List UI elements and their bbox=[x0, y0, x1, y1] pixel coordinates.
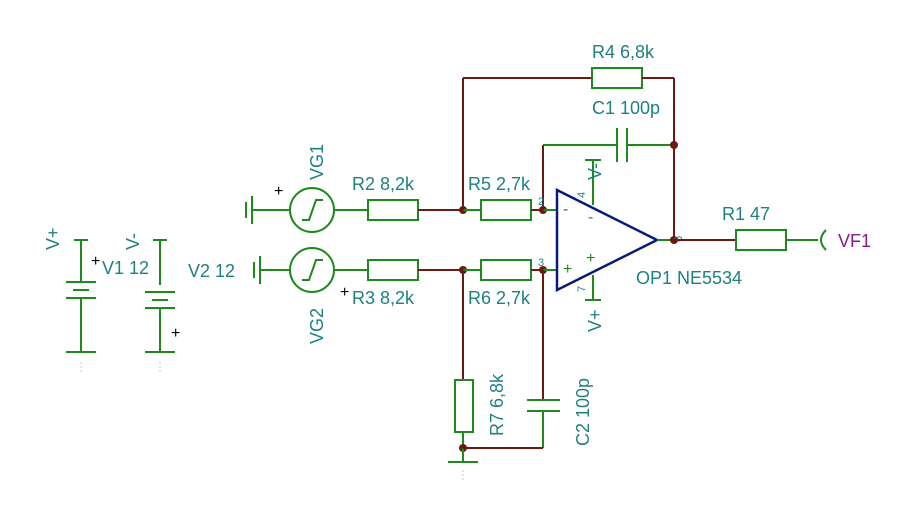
r5-resistor bbox=[480, 199, 532, 221]
junction-c1-output bbox=[670, 141, 678, 149]
vplus-left-label: V+ bbox=[43, 227, 63, 250]
pin-7-number: 7 bbox=[576, 286, 588, 292]
vg1-ground bbox=[245, 196, 290, 224]
vf1-probe-icon bbox=[820, 229, 827, 251]
vminus-left-label: V- bbox=[123, 233, 143, 250]
v1-label: V1 12 bbox=[102, 258, 149, 278]
pin-6-number: 6 bbox=[673, 236, 685, 242]
r2-resistor bbox=[367, 199, 419, 221]
r7-resistor bbox=[454, 379, 474, 433]
op-vminus-label: V- bbox=[585, 163, 605, 180]
c2-label: C2 100p bbox=[573, 378, 593, 446]
r4-resistor bbox=[591, 67, 643, 89]
vminus-supply bbox=[145, 239, 175, 372]
op1-plus-sign: + bbox=[563, 261, 572, 278]
r1-resistor bbox=[735, 229, 787, 251]
vg1-generator bbox=[289, 187, 335, 233]
r3-resistor bbox=[367, 259, 419, 281]
vg2-generator bbox=[289, 247, 335, 293]
r4-label: R4 6,8k bbox=[592, 42, 655, 62]
vg1-plus-sign: + bbox=[274, 183, 283, 200]
vg2-plus-sign: + bbox=[340, 284, 349, 301]
v1-minus-plus-sign: + bbox=[171, 325, 180, 342]
r6-resistor bbox=[480, 259, 532, 281]
vplus-supply bbox=[66, 239, 96, 372]
r5-label: R5 2,7k bbox=[468, 174, 531, 194]
vf1-label: VF1 bbox=[838, 231, 871, 251]
v2-label: V2 12 bbox=[188, 261, 235, 281]
pin-3-number: 3 bbox=[538, 257, 544, 269]
v1-plus-sign: + bbox=[91, 253, 100, 270]
r7-label: R7 6,8k bbox=[487, 373, 507, 436]
vg2-label: VG2 bbox=[307, 308, 327, 344]
r6-label: R6 2,7k bbox=[468, 288, 531, 308]
r2-label: R2 8,2k bbox=[352, 174, 415, 194]
vg2-source bbox=[253, 256, 290, 284]
pin-4-number: 4 bbox=[576, 192, 588, 198]
op1-triangle bbox=[555, 187, 660, 293]
c1-label: C1 100p bbox=[592, 98, 660, 118]
op-vplus-label: V+ bbox=[585, 309, 605, 332]
r1-label: R1 47 bbox=[722, 204, 770, 224]
op1-minus-sign: - bbox=[563, 201, 568, 218]
op1-supply-minus: - bbox=[588, 209, 593, 226]
pin-2-number: 2 bbox=[538, 196, 544, 208]
vg1-label: VG1 bbox=[307, 144, 327, 180]
op1-supply-plus: + bbox=[586, 250, 595, 267]
op1-label: OP1 NE5534 bbox=[636, 268, 742, 288]
r3-label: R3 8,2k bbox=[352, 288, 415, 308]
